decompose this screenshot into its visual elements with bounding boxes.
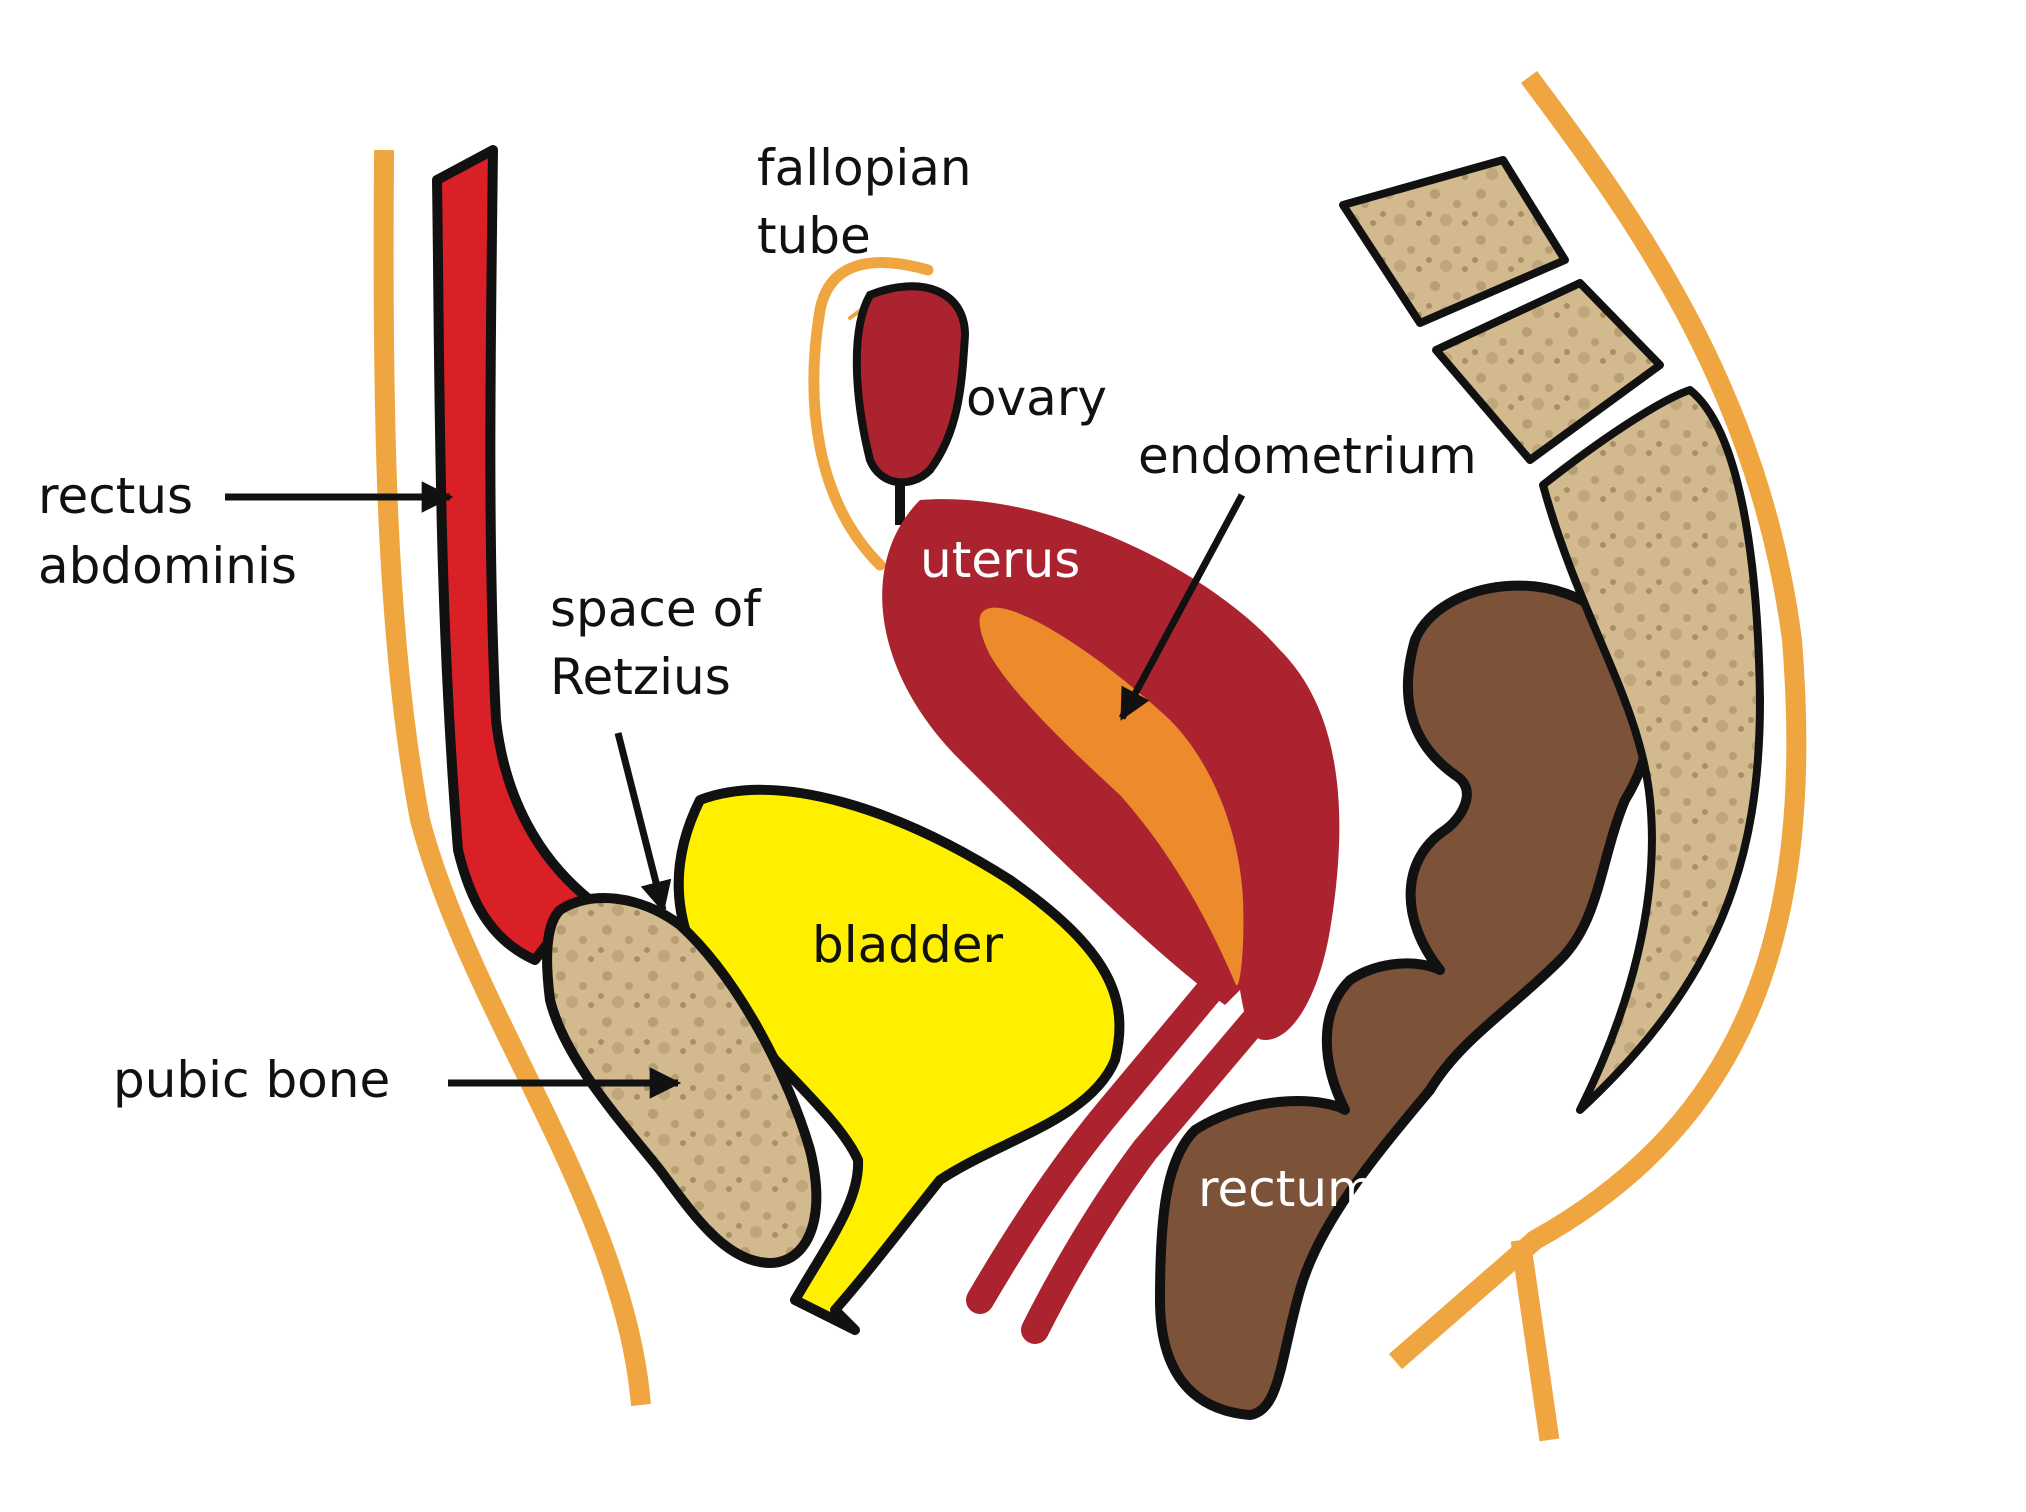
endometrium-arrow bbox=[1118, 493, 1246, 721]
fallopian-tube-label-line1: fallopian bbox=[757, 139, 972, 197]
fallopian-tube bbox=[808, 257, 934, 571]
rectus-abdominis-muscle bbox=[432, 145, 595, 965]
vagina-anterior-wall bbox=[966, 976, 1224, 1314]
rectus-abdominis-label-line1: rectus bbox=[38, 467, 193, 525]
rectum-label: rectum bbox=[1198, 1160, 1376, 1218]
endometrium-label: endometrium bbox=[1138, 427, 1477, 485]
rectum bbox=[1155, 580, 1656, 1420]
space-of-retzius-label-line2: Retzius bbox=[550, 648, 731, 706]
pubic-bone bbox=[542, 893, 822, 1268]
sacrum bbox=[1539, 386, 1764, 1114]
uterus-label: uterus bbox=[920, 531, 1080, 589]
vertebra-upper bbox=[1339, 156, 1569, 327]
anterior-skin-line bbox=[373, 149, 651, 1406]
posterior-skin-line bbox=[1388, 71, 1807, 1370]
space-of-retzius-arrow bbox=[614, 732, 672, 914]
ovary-label: ovary bbox=[966, 369, 1107, 427]
endometrium bbox=[979, 607, 1244, 986]
fallopian-tube-label-line2: tube bbox=[757, 207, 871, 265]
bladder-label: bladder bbox=[812, 916, 1004, 974]
vagina-posterior-wall bbox=[1021, 1006, 1269, 1344]
ovary bbox=[852, 282, 970, 487]
perineum-skin-line bbox=[1510, 1238, 1560, 1442]
rectus-abdominis-label-line2: abdominis bbox=[38, 537, 297, 595]
space-of-retzius-label-line1: space of bbox=[550, 580, 762, 638]
pubic-bone-label: pubic bone bbox=[113, 1051, 390, 1109]
vertebra-lower bbox=[1432, 279, 1664, 464]
